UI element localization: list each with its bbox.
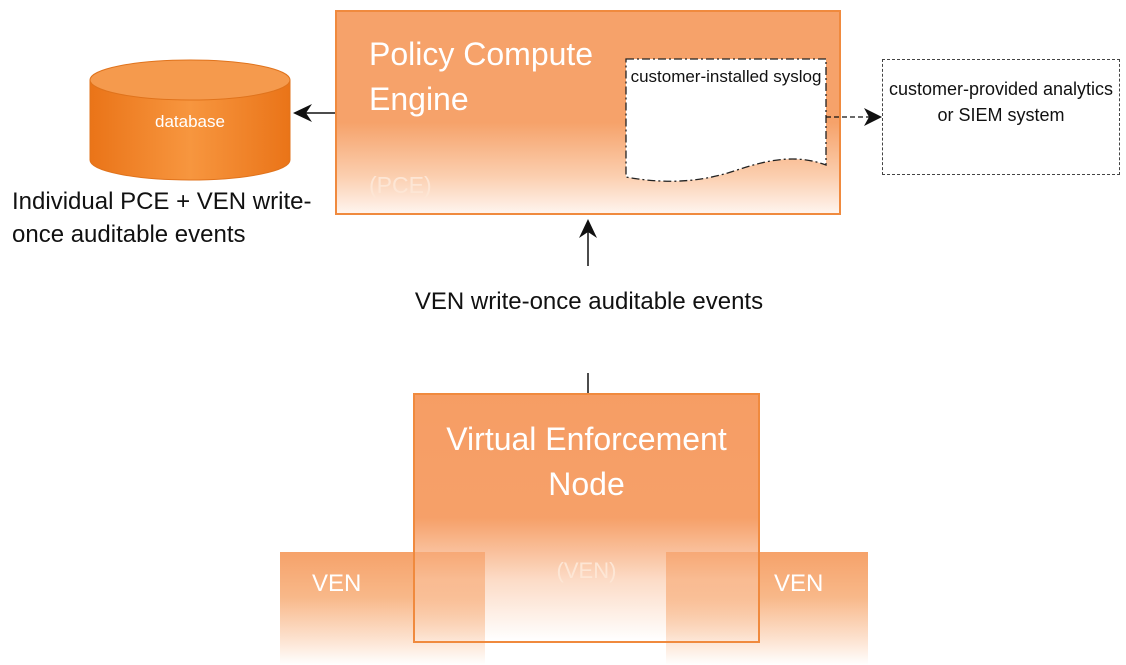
- pce-title: Policy Compute Engine: [369, 36, 594, 117]
- ven-title: Virtual Enforcement Node: [446, 421, 727, 502]
- arrow-to-database-head: [293, 104, 312, 122]
- ven-small-right-label: VEN: [774, 570, 824, 597]
- ven-box: Virtual Enforcement Node (VEN): [413, 393, 760, 643]
- individual-events-label: Individual PCE + VEN write-once auditabl…: [12, 188, 312, 248]
- pce-box: Policy Compute Engine (PCE) customer-ins…: [335, 10, 841, 215]
- ven-small-left-label: VEN: [312, 570, 362, 597]
- syslog-document-shape: [625, 58, 827, 182]
- pce-abbr: (PCE): [369, 172, 432, 198]
- database-label: database: [155, 112, 225, 131]
- ven-abbr: (VEN): [556, 558, 617, 583]
- siem-label: customer-provided analytics or SIEM syst…: [888, 79, 1114, 125]
- arrow-to-siem-head: [864, 108, 882, 126]
- syslog-label: customer-installed syslog: [630, 67, 822, 86]
- ven-events-label: VEN write-once auditable events: [414, 288, 764, 315]
- siem-box: customer-provided analytics or SIEM syst…: [882, 59, 1120, 175]
- arrow-to-pce-head: [579, 219, 597, 238]
